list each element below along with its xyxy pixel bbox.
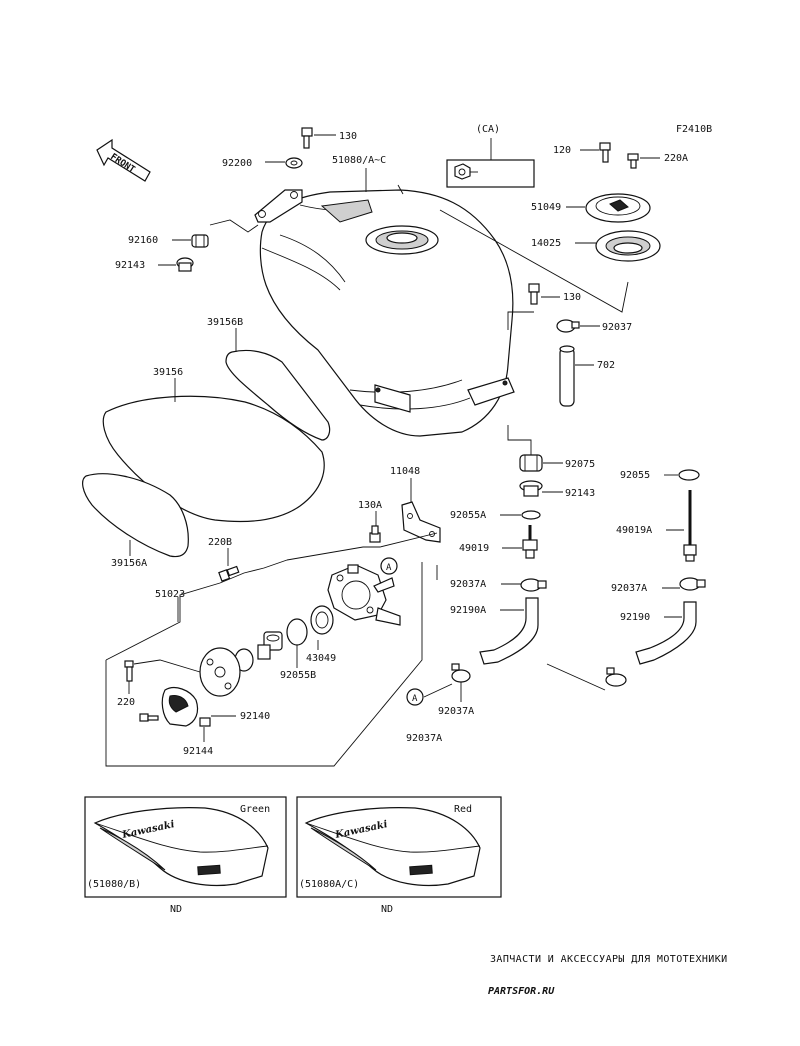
pipe-49019-icon <box>522 525 538 559</box>
label-92037A-d: 92037A <box>406 733 442 744</box>
clamp-92037-icon <box>556 319 580 333</box>
watermark-logo: PARTSFOR.RU <box>488 986 555 997</box>
fuel-cap-51049-icon <box>585 193 651 223</box>
variant-green-panel: Kawasaki <box>84 796 287 898</box>
damper-92075-icon <box>519 454 543 472</box>
label-49019: 49019 <box>459 543 489 554</box>
label-92190: 92190 <box>620 612 650 623</box>
variant-red-panel: Kawasaki <box>296 796 502 898</box>
callout-a-lower <box>406 688 424 706</box>
collar-92143-mid-icon <box>519 480 543 497</box>
screw-220A-icon <box>627 153 639 169</box>
tank-front-bracket <box>254 189 303 223</box>
screw-small-icon <box>139 713 159 722</box>
label-51023: 51023 <box>155 589 185 600</box>
figure-code: F2410B <box>676 124 712 135</box>
hose-702-icon <box>559 345 575 407</box>
pad-39156A-icon <box>82 473 189 558</box>
tap-cover-plate-icon <box>199 647 241 697</box>
fuel-tank-icon <box>259 189 515 437</box>
oring-92055-icon <box>678 469 700 481</box>
label-130-mid: 130 <box>563 292 581 303</box>
oring-92055B-icon <box>286 618 308 646</box>
bolt-130-icon <box>301 127 313 149</box>
variant-red-color: Red <box>454 804 472 815</box>
label-92190A: 92190A <box>450 605 486 616</box>
pipe-49019A-icon <box>683 490 697 562</box>
label-120: 120 <box>553 145 571 156</box>
label-92200: 92200 <box>222 158 252 169</box>
label-92055: 92055 <box>620 470 650 481</box>
grommet-92160-icon <box>191 234 209 248</box>
label-92037A-c: 92037A <box>438 706 474 717</box>
callout-a-upper-text: A <box>386 563 392 573</box>
label-39156A: 39156A <box>111 558 147 569</box>
label-220B: 220B <box>208 537 232 548</box>
label-92055A: 92055A <box>450 510 486 521</box>
label-92075: 92075 <box>565 459 595 470</box>
label-49019A: 49019A <box>616 525 652 536</box>
callout-a-lower-text: A <box>412 694 418 704</box>
variant-green-color: Green <box>240 804 270 815</box>
callout-a-upper <box>380 557 398 575</box>
clamp-92037A-b-icon <box>679 577 706 591</box>
label-220: 220 <box>117 697 135 708</box>
clamp-92037A-a-icon <box>520 578 547 592</box>
label-39156B: 39156B <box>207 317 243 328</box>
tap-lever-knob-icon <box>161 687 199 727</box>
bracket-11048-icon <box>401 501 441 543</box>
label-92143-top: 92143 <box>115 260 145 271</box>
variant-green-code: (51080/B) <box>87 879 141 890</box>
fuel-tap-body-icon <box>327 564 401 626</box>
label-51049: 51049 <box>531 202 561 213</box>
bolt-130A-icon <box>369 525 381 543</box>
label-130-top: 130 <box>339 131 357 142</box>
label-51080: 51080/A~C <box>332 155 386 166</box>
hose-92190-icon <box>635 601 697 665</box>
ca-part-box <box>446 159 535 188</box>
label-92037A-b: 92037A <box>611 583 647 594</box>
label-92037: 92037 <box>602 322 632 333</box>
label-92055B: 92055B <box>280 670 316 681</box>
screw-220-icon <box>124 660 134 682</box>
front-arrow-icon: FRONT <box>96 138 151 182</box>
hose-92190A-icon <box>479 597 539 665</box>
oring-92055A-icon <box>521 510 541 520</box>
clamp-92037A-e-icon <box>605 667 627 687</box>
label-92143-mid: 92143 <box>565 488 595 499</box>
label-92140: 92140 <box>240 711 270 722</box>
collar-92143-top-icon <box>176 257 194 272</box>
label-702: 702 <box>597 360 615 371</box>
tap-lever-shaft-icon <box>257 631 283 660</box>
watermark-caption: ЗАПЧАСТИ И АКСЕССУАРЫ ДЛЯ МОТОТЕХНИКИ <box>490 954 728 965</box>
nut-92093-icon <box>454 163 471 180</box>
label-39156: 39156 <box>153 367 183 378</box>
bolt-120-icon <box>599 142 611 163</box>
label-43049: 43049 <box>306 653 336 664</box>
washer-92200-icon <box>285 157 303 169</box>
screw-220B-icon <box>218 565 240 582</box>
label-130A: 130A <box>358 500 382 511</box>
label-11048: 11048 <box>390 466 420 477</box>
variant-red-code: (51080A/C) <box>299 879 359 890</box>
label-14025: 14025 <box>531 238 561 249</box>
label-92160: 92160 <box>128 235 158 246</box>
label-92037A-a: 92037A <box>450 579 486 590</box>
variant-red-note: ND <box>381 904 393 915</box>
cap-gasket-14025-icon <box>595 230 661 262</box>
variant-green-note: ND <box>170 904 182 915</box>
pad-39156B-icon <box>225 349 331 441</box>
clamp-92037A-c-icon <box>451 663 471 683</box>
label-92144: 92144 <box>183 746 213 757</box>
label-220A: 220A <box>664 153 688 164</box>
gasket-43049-icon <box>310 605 334 635</box>
spring-92140-icon <box>199 717 211 727</box>
ca-label: (CA) <box>476 124 500 135</box>
bolt-130-mid-icon <box>528 283 540 305</box>
